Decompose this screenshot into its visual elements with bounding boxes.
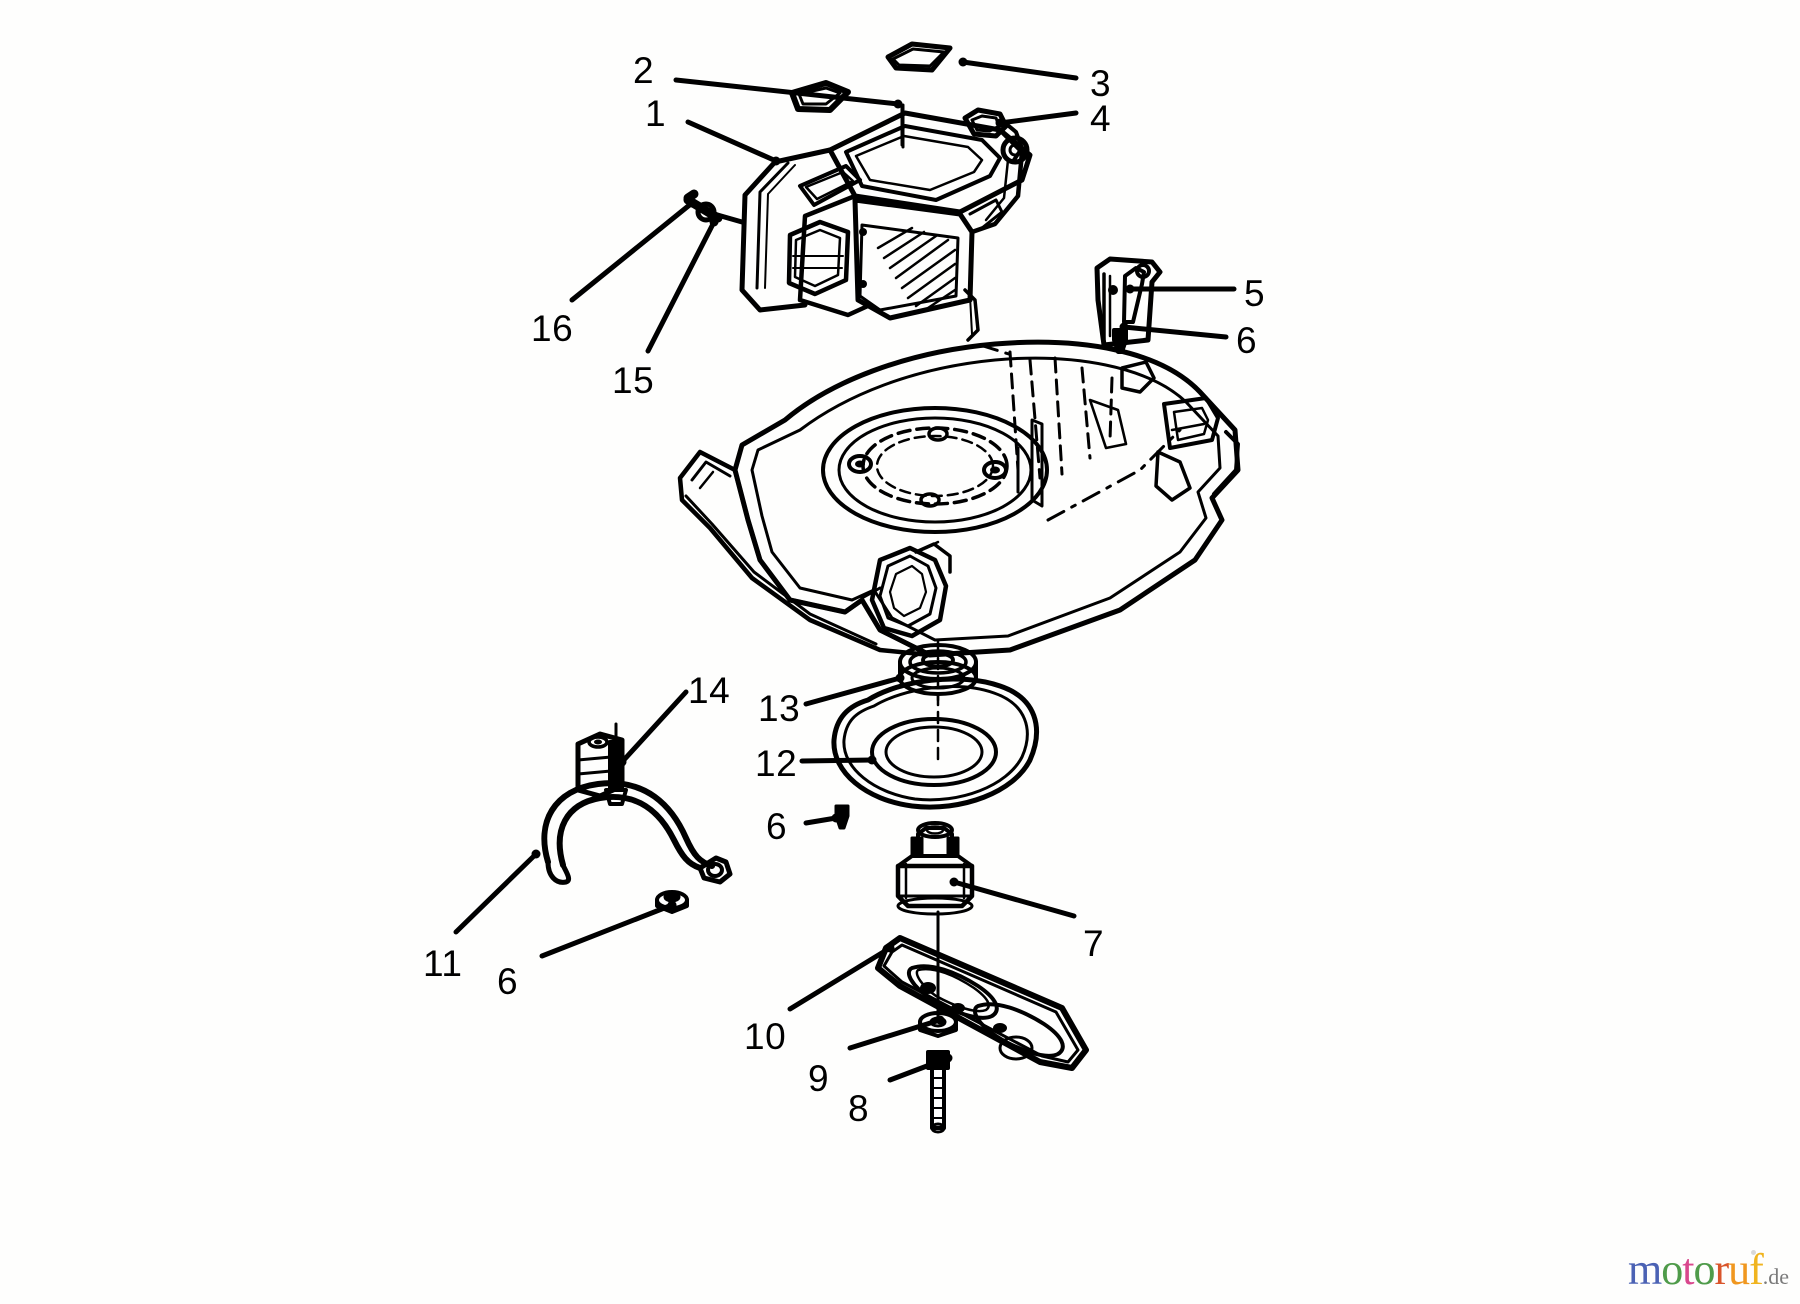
part-12-fan-plate (831, 638, 1039, 830)
leader-8 (887, 1055, 951, 1083)
leader-6-handle (539, 902, 675, 959)
leader-6-fan (803, 815, 839, 826)
logo-tld: .de (1762, 1264, 1790, 1289)
part-10-blade (875, 935, 1089, 1071)
callout-label-7: 7 (1083, 923, 1105, 964)
callout-label-2: 2 (633, 50, 655, 91)
mower-deck (677, 339, 1241, 658)
logo-letter-t-2: t (1682, 1245, 1694, 1294)
part-1-engine (739, 103, 1033, 342)
logo-letter-o-3: o (1693, 1245, 1715, 1294)
part-6-nut-handle (655, 890, 689, 914)
leader-13 (803, 675, 903, 707)
callout-label-5: 5 (1244, 273, 1266, 314)
callout-label-3: 3 (1090, 63, 1112, 104)
leader-15 (645, 219, 717, 354)
leader-1 (685, 119, 779, 164)
callout-label-9: 9 (808, 1058, 830, 1099)
logo-letter-f-6: f (1749, 1245, 1764, 1294)
leader-6-bracket (1121, 324, 1229, 340)
callout-label-11: 11 (423, 943, 463, 984)
leader-10 (787, 945, 893, 1012)
callout-label-4: 4 (1090, 98, 1112, 139)
leader-14 (619, 689, 689, 765)
callout-label-13: 13 (758, 688, 801, 729)
callout-label-6b: 6 (766, 806, 788, 847)
leader-lines (453, 57, 1237, 1083)
part-7-blade-adapter (895, 821, 975, 1022)
callout-label-6: 6 (1236, 320, 1258, 361)
callout-label-14: 14 (688, 670, 731, 711)
leader-16 (569, 200, 695, 303)
logo-letter-r-4: r (1714, 1245, 1729, 1294)
callout-label-10: 10 (744, 1016, 787, 1057)
logo-letters: motoruf (1628, 1245, 1764, 1294)
leader-9 (847, 1017, 943, 1051)
leader-7 (951, 879, 1077, 919)
part-14-clamp (575, 722, 628, 806)
part-5-bracket (1094, 256, 1163, 354)
leader-4 (997, 110, 1079, 126)
part-3-gasket (885, 41, 953, 73)
callout-label-16: 16 (531, 308, 574, 349)
part-11-handle-bracket (541, 722, 733, 914)
leader-3 (960, 59, 1079, 81)
logo-letter-o-1: o (1661, 1245, 1683, 1294)
logo-dot (1751, 1250, 1756, 1255)
callout-label-8: 8 (848, 1088, 870, 1129)
leader-2 (673, 77, 901, 107)
leader-11 (453, 851, 539, 935)
callout-label-12: 12 (755, 743, 798, 784)
callout-label-1: 1 (645, 93, 667, 134)
leader-12 (799, 757, 875, 764)
callout-label-15: 15 (612, 360, 655, 401)
logo-letter-m-0: m (1628, 1245, 1662, 1294)
motoruf-watermark-logo: motoruf.de (1628, 1248, 1789, 1292)
callout-label-6c: 6 (497, 961, 519, 1002)
logo-letter-u-5: u (1728, 1245, 1750, 1294)
